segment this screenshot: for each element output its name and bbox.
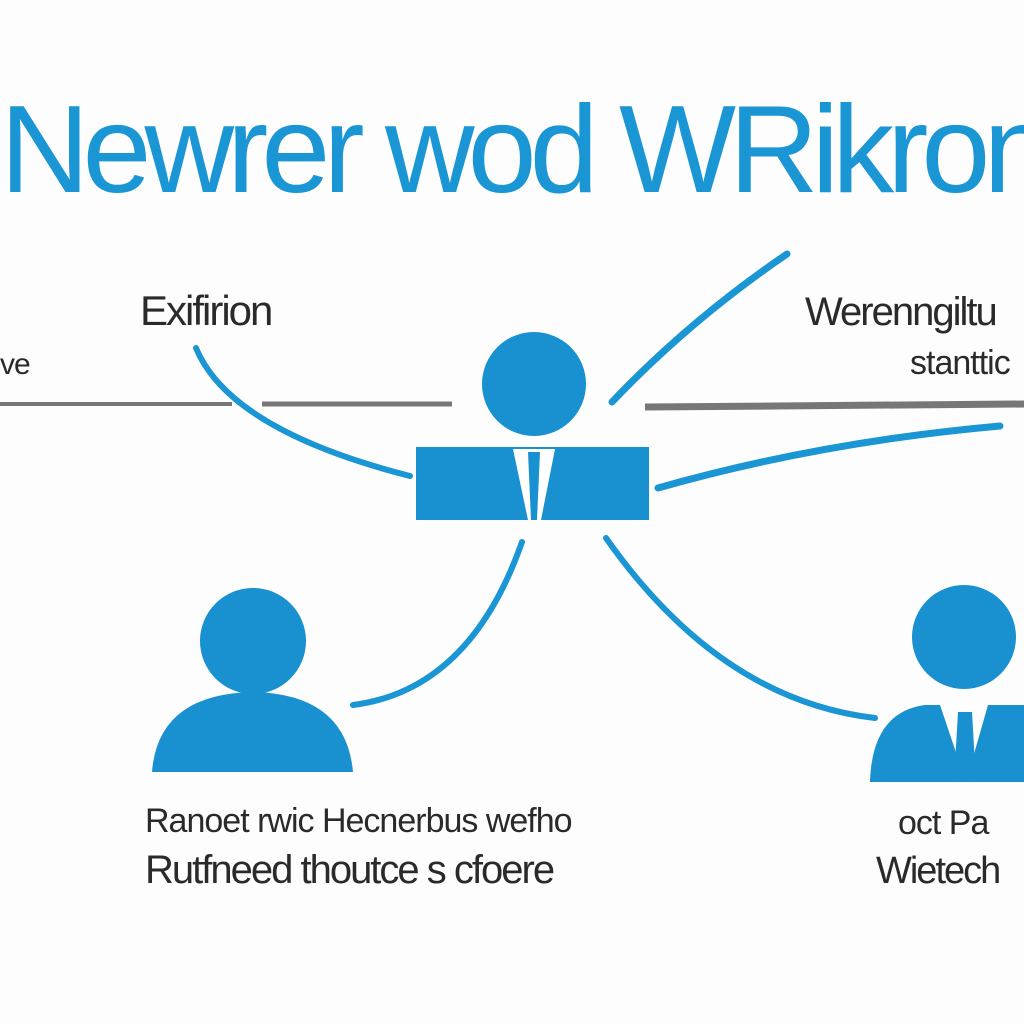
label-left-edge: ve (0, 348, 31, 381)
connector-right (654, 422, 1004, 492)
bottom-right-node-tie (954, 712, 976, 782)
center-node-tie (528, 452, 540, 520)
label-bottom-left-line1: Ranoet rwic Hecnerbus wefho (145, 802, 573, 840)
divider-line-right (644, 400, 1024, 411)
label-bottom-left-line2: Rutfneed thoutce s cfoere (145, 848, 555, 892)
person-tie-icon (416, 332, 649, 520)
divider-lines (0, 400, 1024, 411)
bottom-right-node-body (870, 705, 1024, 782)
connector-bottom-left (350, 539, 525, 708)
center-node-head (482, 332, 586, 436)
connector-bottom-right (603, 535, 878, 721)
person-suit-icon (870, 585, 1024, 782)
label-top-right-line1: Werenngiltu (805, 290, 998, 334)
bottom-left-node-body (152, 692, 353, 772)
label-bottom-right-line1: oct Pa (898, 804, 989, 842)
label-bottom-right-line2: Wietech (876, 850, 1001, 892)
label-top-left: Exifirion (140, 287, 273, 334)
connectors (193, 250, 1004, 721)
label-top-right-line2: stanttic (910, 344, 1011, 382)
connector-top-right (608, 250, 791, 406)
page-title: Newrer wod WRikron (0, 81, 1024, 219)
person-icon (152, 588, 353, 772)
connector-top-left (193, 345, 413, 479)
bottom-right-node-head (912, 585, 1016, 689)
bottom-left-node-head (200, 588, 306, 694)
